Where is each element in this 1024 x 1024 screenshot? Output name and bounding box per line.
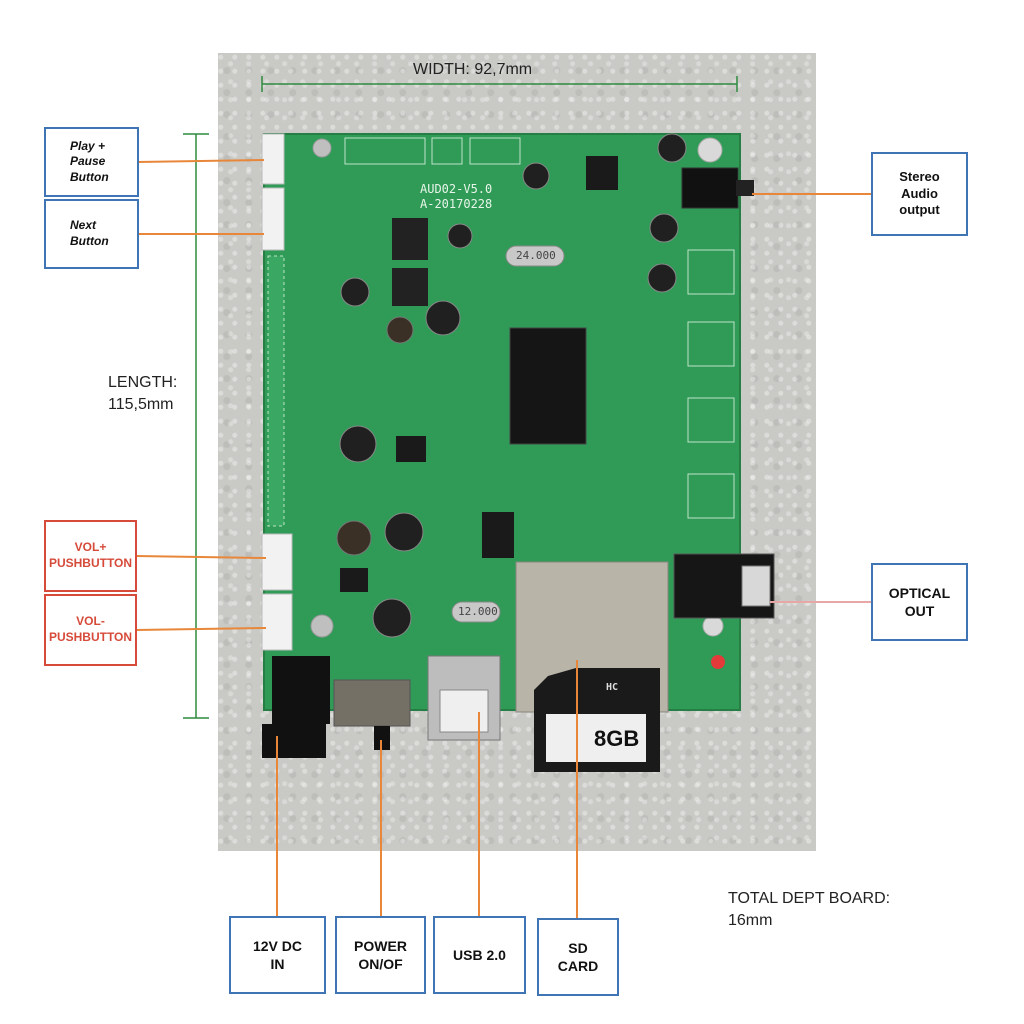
label-power-on-off: POWER ON/OF	[335, 916, 426, 994]
width-dimension-label: WIDTH: 92,7mm	[413, 61, 533, 78]
pcb-board	[263, 133, 741, 711]
crystal-2-label: 12.000	[458, 605, 498, 618]
sd-card-logo: HC	[606, 682, 619, 693]
crystal-1-label: 24.000	[516, 249, 556, 262]
label-usb-2: USB 2.0	[433, 916, 526, 994]
label-vol-minus-pushbutton: VOL- PUSHBUTTON	[44, 594, 137, 666]
label-optical-out: OPTICAL OUT	[871, 563, 968, 641]
label-stereo-audio-output: Stereo Audio output	[871, 152, 968, 236]
label-12v-dc-in: 12V DC IN	[229, 916, 326, 994]
board-model-text: AUD02-V5.0	[420, 182, 493, 196]
total-depth-label: TOTAL DEPT BOARD: 16mm	[728, 890, 891, 930]
sd-card-capacity: 8GB	[594, 726, 640, 751]
label-play-pause-button: Play + Pause Button	[44, 127, 139, 197]
label-next-button: Next Button	[44, 199, 139, 269]
length-dimension-label: LENGTH: 115,5mm	[108, 374, 178, 414]
board-date-code: A-20170228	[420, 197, 493, 211]
label-sd-card: SD CARD	[537, 918, 619, 996]
label-vol-plus-pushbutton: VOL+ PUSHBUTTON	[44, 520, 137, 592]
